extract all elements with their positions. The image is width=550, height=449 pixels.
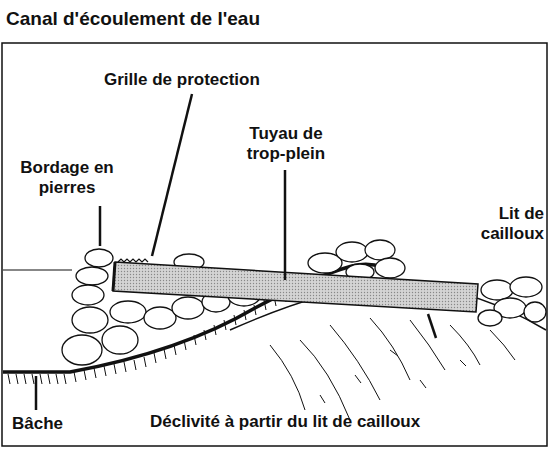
part-label: Lit de cailloux — [460, 204, 544, 244]
title: Canal d'écoulement de l'eau — [6, 8, 260, 30]
water-line — [3, 269, 72, 270]
part-label: Tuyau de trop-plein — [230, 124, 342, 164]
part-label: Déclivité à partir du lit de cailloux — [150, 412, 545, 432]
part-label: Bordage en pierres — [12, 158, 122, 198]
part-label: Bâche — [12, 414, 92, 434]
overflow-pipe — [113, 262, 478, 312]
grille-teeth — [118, 259, 148, 262]
frame — [2, 43, 547, 446]
stones — [62, 240, 546, 365]
protection-grille — [113, 262, 115, 291]
part-label: Grille de protection — [104, 70, 304, 90]
leader-lines — [36, 94, 436, 410]
